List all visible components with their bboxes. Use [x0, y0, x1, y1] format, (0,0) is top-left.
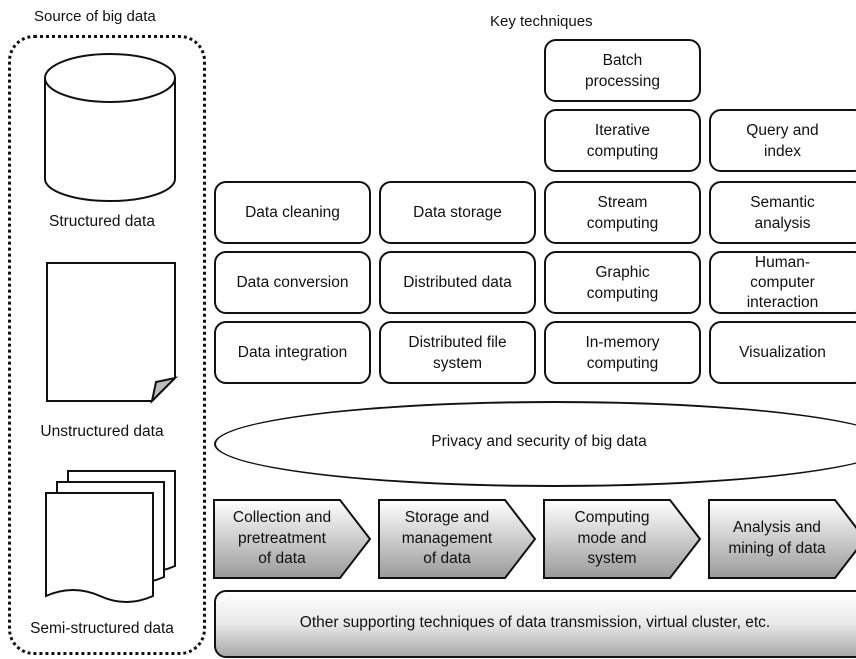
source-panel-title: Source of big data	[34, 8, 156, 25]
pipeline-arrow-2	[378, 499, 537, 579]
in-memory-computing-box: In-memory computing	[544, 321, 701, 384]
visualization-box: Visualization	[709, 321, 856, 384]
key-techniques-title: Key techniques	[490, 13, 593, 30]
privacy-label: Privacy and security of big data	[431, 433, 647, 450]
distributed-file-system-box: Distributed file system	[379, 321, 536, 384]
data-integration-box: Data integration	[214, 321, 371, 384]
pipeline-arrow-1	[213, 499, 372, 579]
privacy-ellipse	[214, 401, 856, 487]
data-storage-box: Data storage	[379, 181, 536, 244]
pipeline-label-2: Storage and management of data	[401, 509, 493, 567]
human-computer-interaction-box: Human- computer interaction	[709, 251, 856, 314]
supporting-techniques-label: Other supporting techniques of data tran…	[299, 614, 771, 631]
database-cylinder-icon	[44, 53, 176, 202]
data-conversion-box: Data conversion	[214, 251, 371, 314]
stream-computing-box: Stream computing	[544, 181, 701, 244]
semi-structured-data-label: Semi-structured data	[30, 620, 174, 637]
pipeline-arrow-3	[543, 499, 702, 579]
batch-processing-box: Batch processing	[544, 39, 701, 102]
document-icon	[46, 262, 179, 405]
graphic-computing-box: Graphic computing	[544, 251, 701, 314]
semantic-analysis-box: Semantic analysis	[709, 181, 856, 244]
supporting-techniques-bar	[214, 590, 856, 658]
stacked-documents-icon	[45, 470, 176, 603]
data-cleaning-box: Data cleaning	[214, 181, 371, 244]
pipeline-arrow-4	[708, 499, 856, 579]
pipeline-label-1: Collection and pretreatment of data	[232, 509, 332, 567]
iterative-computing-box: Iterative computing	[544, 109, 701, 172]
unstructured-data-label: Unstructured data	[40, 423, 164, 440]
source-panel	[8, 35, 206, 655]
query-and-index-box: Query and index	[709, 109, 856, 172]
pipeline-label-3: Computing mode and system	[574, 509, 650, 567]
distributed-data-box: Distributed data	[379, 251, 536, 314]
structured-data-label: Structured data	[49, 213, 155, 230]
pipeline-label-4: Analysis and mining of data	[728, 519, 826, 557]
